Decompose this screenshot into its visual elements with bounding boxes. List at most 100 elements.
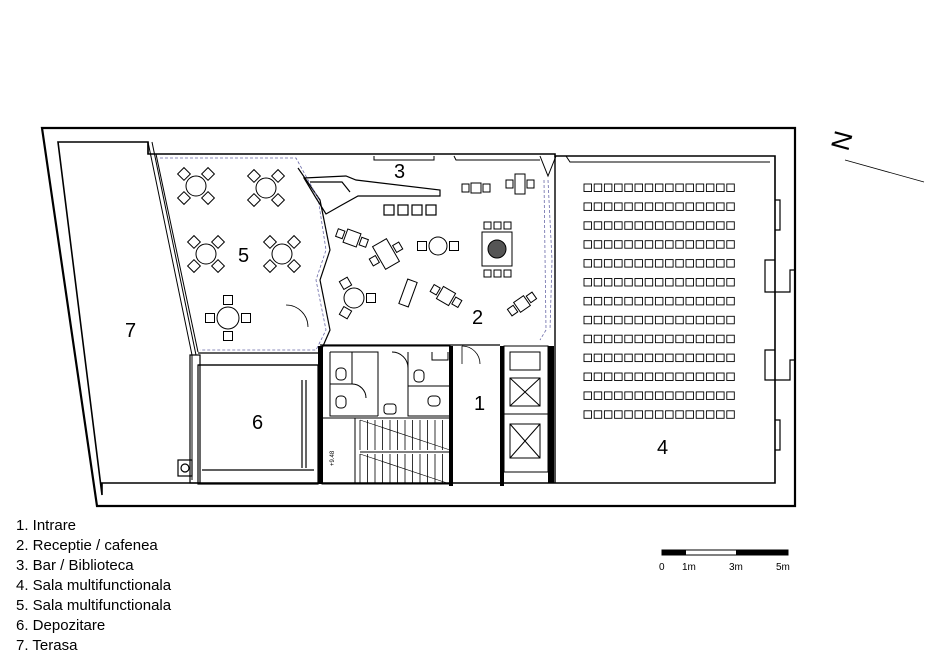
legend-item: 1. Intrare bbox=[16, 517, 77, 534]
seat bbox=[665, 278, 674, 287]
table bbox=[185, 175, 207, 197]
seat bbox=[695, 410, 705, 419]
chair bbox=[503, 221, 512, 230]
seat bbox=[634, 221, 643, 230]
seat bbox=[665, 391, 674, 400]
seat bbox=[685, 278, 694, 287]
seat bbox=[675, 278, 684, 287]
seat bbox=[665, 372, 674, 381]
seat bbox=[654, 372, 664, 381]
seat bbox=[583, 221, 592, 230]
toilet-core bbox=[321, 345, 451, 419]
chair bbox=[286, 258, 302, 274]
seat bbox=[644, 240, 654, 249]
seat bbox=[705, 221, 715, 230]
chair bbox=[451, 296, 463, 309]
seat bbox=[705, 278, 715, 287]
seat bbox=[624, 259, 633, 268]
seat bbox=[716, 202, 725, 211]
table bbox=[343, 287, 365, 309]
seat bbox=[644, 372, 654, 381]
seat bbox=[654, 202, 664, 211]
seat bbox=[716, 334, 725, 344]
seat bbox=[593, 315, 603, 325]
seat bbox=[685, 221, 694, 230]
chair bbox=[417, 241, 427, 251]
seat bbox=[583, 183, 592, 192]
table bbox=[216, 306, 240, 330]
chair bbox=[483, 269, 492, 278]
table bbox=[514, 173, 526, 195]
chair bbox=[241, 313, 251, 323]
seat bbox=[583, 259, 592, 268]
chair bbox=[186, 258, 202, 274]
seat bbox=[705, 372, 715, 381]
table bbox=[371, 238, 401, 270]
scale-bar: 0 1m 3m 5m bbox=[659, 549, 790, 573]
seat bbox=[705, 334, 715, 344]
seat bbox=[695, 278, 705, 287]
seat bbox=[593, 296, 603, 306]
seat bbox=[634, 315, 643, 325]
seat bbox=[675, 259, 684, 268]
seat bbox=[603, 296, 613, 306]
seat bbox=[675, 221, 684, 230]
seat bbox=[705, 353, 715, 363]
seat bbox=[644, 221, 654, 230]
legend-item: 5. Sala multifunctionala bbox=[16, 597, 172, 614]
bench bbox=[398, 278, 418, 308]
seat bbox=[583, 372, 592, 381]
chair bbox=[366, 293, 376, 303]
seat bbox=[716, 410, 725, 419]
seat bbox=[685, 353, 694, 363]
seat bbox=[593, 391, 603, 400]
seat bbox=[624, 221, 633, 230]
seat bbox=[614, 334, 623, 344]
seat bbox=[634, 334, 643, 344]
seat bbox=[675, 353, 684, 363]
seat bbox=[624, 410, 633, 419]
seat bbox=[644, 278, 654, 287]
seat bbox=[726, 334, 735, 344]
seat bbox=[603, 372, 613, 381]
seat bbox=[705, 259, 715, 268]
seat bbox=[634, 410, 643, 419]
seat bbox=[685, 296, 694, 306]
seat bbox=[716, 221, 725, 230]
seat bbox=[624, 391, 633, 400]
seat bbox=[654, 240, 664, 249]
seat bbox=[614, 410, 623, 419]
chair bbox=[334, 228, 346, 240]
seat bbox=[654, 183, 664, 192]
room-number-6: 6 bbox=[252, 412, 263, 434]
seat bbox=[726, 259, 735, 268]
seat bbox=[614, 259, 623, 268]
seat bbox=[654, 278, 664, 287]
seat bbox=[603, 353, 613, 363]
seat bbox=[685, 391, 694, 400]
seat bbox=[705, 315, 715, 325]
seat bbox=[726, 221, 735, 230]
seat bbox=[675, 296, 684, 306]
seat bbox=[614, 353, 623, 363]
scale-label-5m: 5m bbox=[776, 562, 790, 573]
table bbox=[195, 243, 217, 265]
chair bbox=[506, 304, 519, 317]
chair bbox=[223, 331, 233, 341]
room-6-storage bbox=[177, 354, 319, 485]
seat bbox=[726, 240, 735, 249]
chair bbox=[176, 166, 192, 182]
chair bbox=[223, 295, 233, 305]
seat bbox=[675, 372, 684, 381]
seat bbox=[603, 278, 613, 287]
seat bbox=[593, 240, 603, 249]
seat bbox=[705, 240, 715, 249]
seat bbox=[593, 202, 603, 211]
seat bbox=[726, 278, 735, 287]
seat bbox=[583, 240, 592, 249]
seat bbox=[685, 183, 694, 192]
chair bbox=[338, 276, 353, 291]
seat bbox=[675, 202, 684, 211]
seat bbox=[654, 391, 664, 400]
seat bbox=[614, 372, 623, 381]
